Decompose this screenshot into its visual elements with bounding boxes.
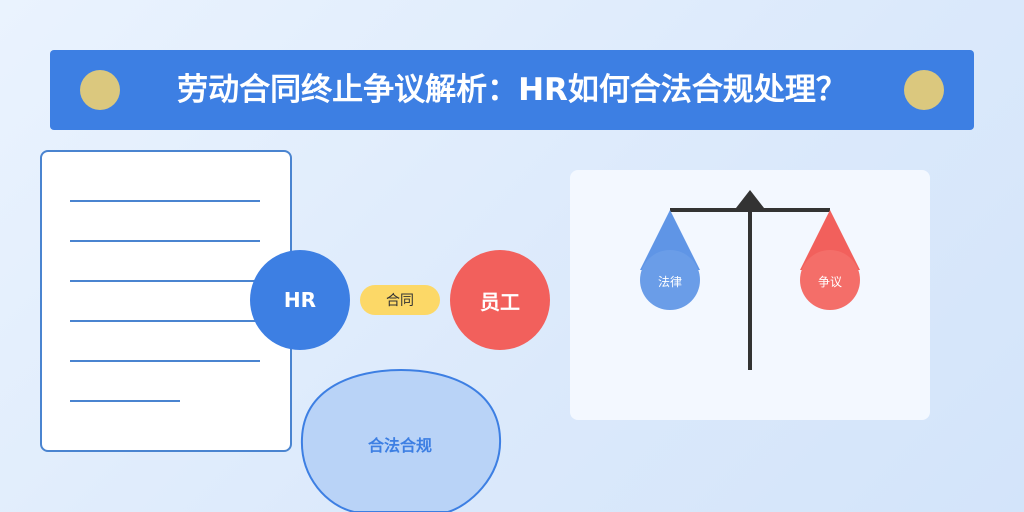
document-line (70, 320, 260, 322)
scale-left-pan (640, 250, 700, 310)
document-line (70, 280, 260, 282)
scale-right-label: 争议 (817, 275, 842, 289)
balance-scale-icon (640, 190, 860, 370)
decorative-dot-right (904, 70, 944, 110)
employee-node: 员工 (450, 250, 550, 350)
scale-pivot (736, 190, 764, 208)
decorative-dot-left (80, 70, 120, 110)
scale-beam (670, 208, 830, 212)
document-line (70, 200, 260, 202)
compliance-label: 合法合规 (367, 436, 432, 455)
title-banner: 劳动合同终止争议解析：HR如何合法合规处理？ (50, 50, 974, 130)
page-title: 劳动合同终止争议解析：HR如何合法合规处理？ (177, 72, 847, 108)
shield-icon (300, 368, 502, 512)
scale-left-label: 法律 (657, 275, 682, 289)
contract-link-label: 合同 (360, 285, 440, 315)
document-line (70, 240, 260, 242)
document-line (70, 400, 180, 402)
scale-pillar (748, 210, 752, 370)
hr-node: HR (250, 250, 350, 350)
document-line (70, 360, 260, 362)
scale-right-pan (800, 250, 860, 310)
